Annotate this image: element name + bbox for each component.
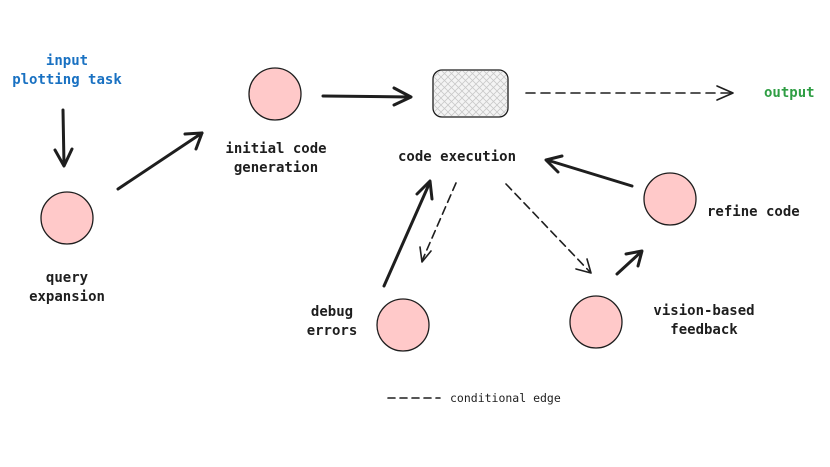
- query-expansion-node: [40, 191, 94, 245]
- arrow-vision-to-refine: [615, 249, 644, 276]
- debug-errors-label: debug errors: [296, 303, 368, 341]
- input-label-line1: input: [45, 53, 89, 69]
- input-label-line2: plotting task: [12, 72, 122, 88]
- initial-code-generation-node: [248, 67, 302, 121]
- refine-code-label: refine code: [707, 204, 800, 220]
- debug-errors-label-line2: errors: [306, 323, 358, 339]
- vision-feedback-label: vision-based feedback: [636, 302, 772, 340]
- dashed-arrow-execution-to-vision: [505, 183, 592, 274]
- initial-code-generation-label-line1: initial code: [225, 141, 327, 157]
- legend-conditional-edge-label: conditional edge: [450, 391, 561, 405]
- initial-code-generation-label-line2: generation: [233, 160, 319, 176]
- query-expansion-label: query expansion: [12, 269, 122, 307]
- dashed-arrow-execution-to-output: [525, 85, 734, 101]
- vision-feedback-node: [569, 295, 623, 349]
- debug-errors-label-line1: debug: [310, 304, 354, 320]
- input-label: input plotting task: [0, 52, 134, 90]
- arrow-query-to-initial-code: [116, 131, 204, 191]
- arrow-input-to-query: [53, 108, 74, 168]
- query-expansion-label-line1: query: [45, 270, 89, 286]
- code-execution-hatch: [434, 71, 507, 116]
- arrow-initial-code-to-execution: [321, 86, 413, 107]
- query-expansion-label-line2: expansion: [29, 289, 105, 305]
- refine-code-node: [643, 172, 697, 226]
- arrow-debug-to-execution: [382, 179, 434, 288]
- vision-feedback-label-line2: feedback: [670, 322, 738, 338]
- initial-code-generation-label: initial code generation: [214, 140, 338, 178]
- vision-feedback-label-line1: vision-based: [653, 303, 755, 319]
- dashed-arrow-execution-to-debug: [419, 182, 457, 263]
- code-execution-label: code execution: [398, 149, 517, 165]
- debug-errors-node: [376, 298, 430, 352]
- output-label: output: [764, 85, 815, 101]
- arrow-refine-to-execution: [544, 154, 634, 188]
